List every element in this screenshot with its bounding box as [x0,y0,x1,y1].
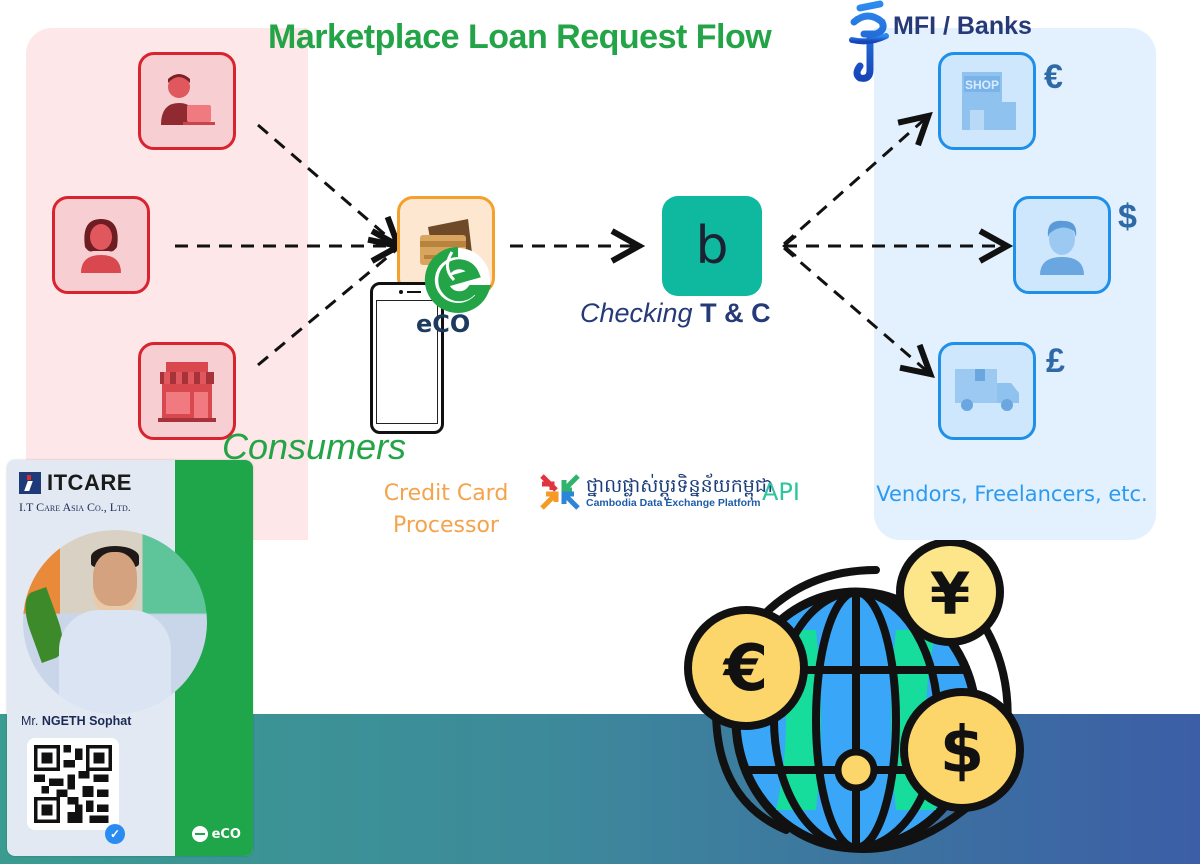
eco-logo-icon [424,246,492,313]
yen-coin-symbol: ¥ [930,560,970,628]
storefront-icon [158,362,216,422]
shop-icon: SHOP [962,72,1016,130]
globe-currency-icon: € ¥ $ [684,540,1024,853]
eco-mark-icon [191,826,208,842]
man-icon [1040,220,1084,275]
consumer-node-woman[interactable] [52,196,150,294]
qr-code-icon [34,745,112,823]
name-value: NGETH Sophat [41,714,132,728]
vendors-label: Vendors, Freelancers, etc. [876,482,1148,506]
euro-coin: € [684,606,808,730]
company-name: I.T Care Asia Co., Ltd. [19,500,131,514]
cdep-logo: ថ្នាលផ្លាស់ប្តូរទិន្នន័យកម្ពុជា Cambodia… [540,470,773,514]
dollar-coin-symbol: $ [940,714,985,788]
vendor-node-freelancer[interactable] [1013,196,1111,294]
page-title: Marketplace Loan Request Flow [268,18,772,56]
itcare-mark-icon [19,472,41,494]
dollar-currency-label: $ [1118,198,1137,236]
card-eco-label: eCO [211,826,241,842]
itcare-brand: ITCARE [47,470,132,495]
credit-card-processor-label: Credit Card Processor [356,478,536,542]
eco-label: eCO [416,310,471,338]
name-prefix: Mr. [21,714,39,728]
checker-node[interactable]: b [662,196,762,296]
pound-currency-label: £ [1046,342,1065,380]
woman-icon [81,219,121,273]
tc-label: T & C [700,298,771,328]
vendor-node-delivery[interactable] [938,342,1036,440]
checking-label: Checking [580,298,693,328]
cdep-arrows-icon [540,474,580,510]
mfi-banks-title: MFI / Banks [893,12,1032,40]
smartphone-icon [370,282,444,434]
processor-label-line2: Processor [393,513,499,538]
cdep-khmer-name: ថ្នាលផ្លាស់ប្តូរទិន្នន័យកម្ពុជា [586,475,773,497]
dollar-coin: $ [900,688,1024,812]
vendor-node-shop[interactable]: SHOP [938,52,1036,150]
profile-photo [23,530,207,714]
checking-tc-label: Checking T & C [580,298,771,329]
yen-coin: ¥ [896,540,1004,646]
arrowhead-checker-in [782,235,797,257]
cdep-english-name: Cambodia Data Exchange Platform [586,497,761,509]
card-eco-logo: eCO [191,826,241,842]
consumer-node-freelancer[interactable] [138,52,236,150]
person-name: Mr. NGETH Sophat [21,714,131,728]
euro-coin-symbol: € [722,632,769,706]
verified-check-icon: ✓ [105,824,125,844]
consumer-node-shop[interactable] [138,342,236,440]
truck-icon [955,369,1019,411]
checker-letter: b [695,216,729,276]
svg-text:SHOP: SHOP [965,78,999,92]
person-laptop-icon [161,74,215,125]
euro-currency-label: € [1044,58,1063,96]
qr-code[interactable] [27,738,119,830]
api-label: API [762,478,800,506]
khmer-letter-icon [849,0,889,82]
id-card: ITCARE I.T Care Asia Co., Ltd. Mr. NGETH… [7,460,253,856]
processor-label-line1: Credit Card [383,481,509,506]
itcare-logo: ITCARE [19,470,132,496]
